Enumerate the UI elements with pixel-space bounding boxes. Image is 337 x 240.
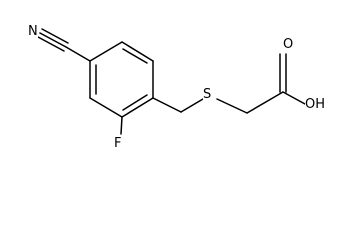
carbonyl-oxygen-label: O <box>283 37 294 53</box>
hydroxyl-group-label: OH <box>305 97 326 113</box>
chemical-structure-canvas: N F S O OH <box>28 24 326 152</box>
nitrogen-atom-label: N <box>28 24 38 40</box>
ch2-carbonyl-bond <box>246 91 284 114</box>
ring-bond-2 <box>121 41 154 62</box>
nitrile-bond-1 <box>39 32 67 48</box>
ring-ch2-bond <box>152 97 182 113</box>
chemical-structure-drawing <box>37 28 306 135</box>
ring-double-bond-1 <box>122 48 148 64</box>
fluorine-atom-label: F <box>114 136 122 152</box>
cn-to-ring-bond <box>65 46 91 62</box>
c-f-bond <box>120 116 123 135</box>
c-oh-bond <box>282 91 306 105</box>
ch2-s-bond <box>180 98 204 113</box>
nitrile-bond-3 <box>37 36 65 52</box>
nitrile-bond-2 <box>41 28 69 44</box>
ring-double-bond-2 <box>122 94 148 111</box>
ring-bond-1 <box>89 41 123 62</box>
ring-bond-4 <box>121 97 154 118</box>
s-ch2-bond <box>216 98 248 114</box>
ring-bond-5 <box>89 97 123 118</box>
sulfur-atom-label: S <box>203 87 212 103</box>
